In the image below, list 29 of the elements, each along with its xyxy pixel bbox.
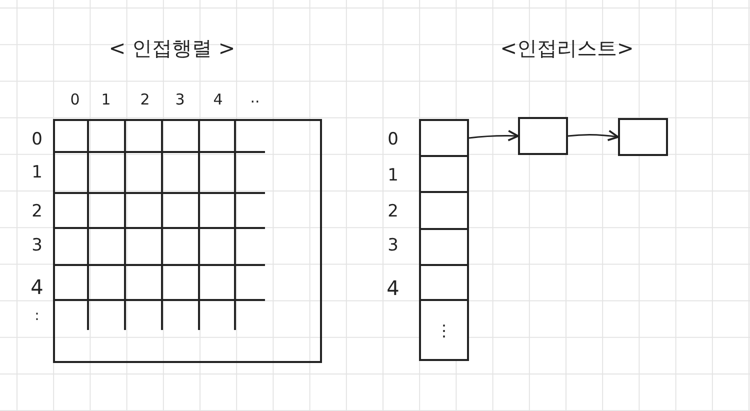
- column-index: 1: [101, 92, 111, 108]
- row-index: 1: [32, 164, 42, 182]
- array-cell: [419, 264, 469, 301]
- array-cell: [419, 119, 469, 157]
- row-index: 4: [30, 277, 44, 297]
- title-text: <인접리스트>: [500, 38, 634, 58]
- column-index: 3: [175, 92, 185, 108]
- row-index: 0: [388, 132, 398, 148]
- row-index: 2: [388, 204, 398, 220]
- list-node-box: [618, 118, 668, 156]
- arrow: [468, 130, 519, 142]
- row-index: :: [34, 309, 40, 323]
- column-index: 4: [213, 92, 223, 108]
- list-node-box: [518, 117, 568, 155]
- array-cell: ⋮: [419, 299, 469, 361]
- row-index: 1: [388, 168, 398, 184]
- column-index: ..: [250, 90, 260, 106]
- column-index: 2: [140, 92, 150, 108]
- title-text: < 인접행렬 >: [108, 38, 236, 58]
- array-cell: [419, 155, 469, 193]
- column-index: 0: [70, 92, 80, 108]
- row-index: 0: [32, 132, 42, 148]
- row-index: 3: [32, 238, 42, 254]
- arrow: [568, 130, 619, 142]
- array-cell: [419, 191, 469, 230]
- array-cell: [419, 228, 469, 266]
- row-index: 4: [386, 278, 400, 298]
- row-index: 3: [388, 238, 398, 254]
- row-index: 2: [32, 204, 42, 220]
